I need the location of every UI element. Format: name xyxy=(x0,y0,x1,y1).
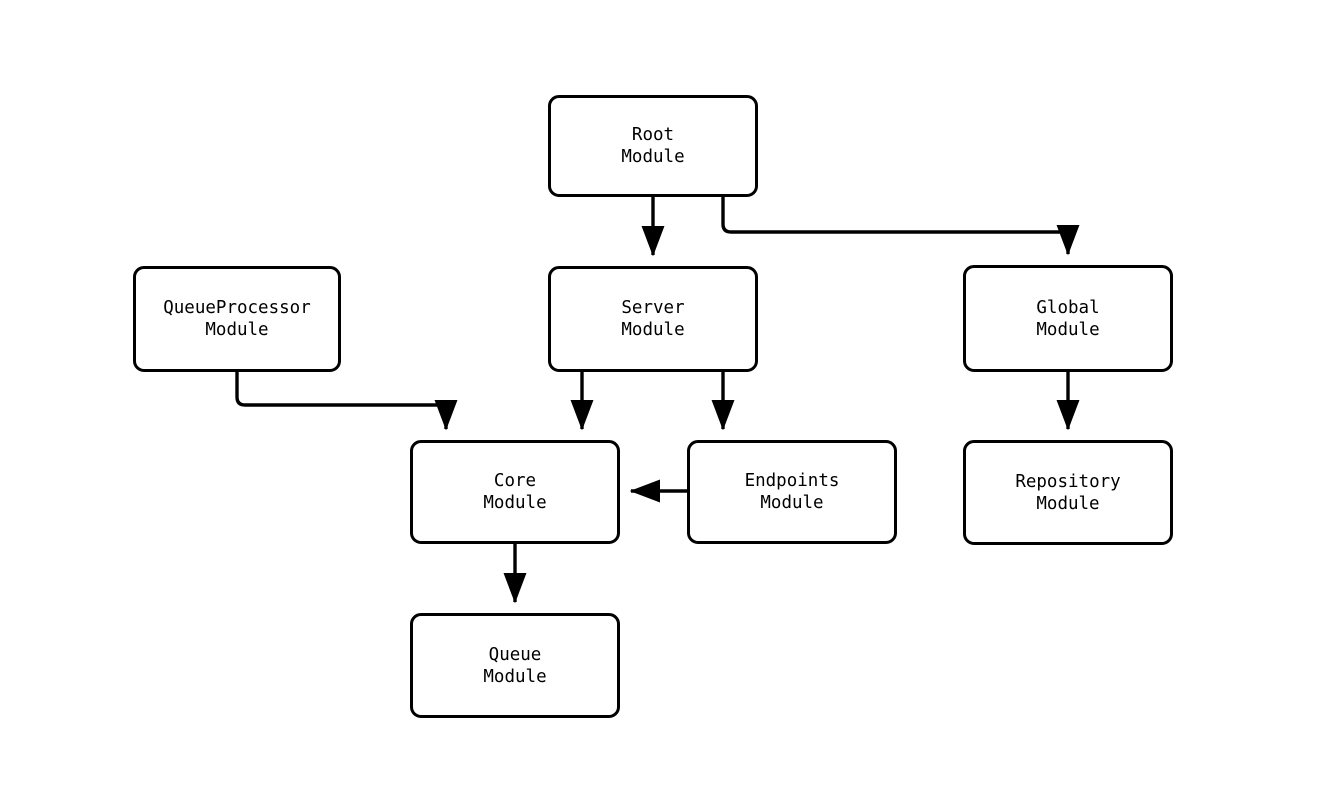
node-root-module[interactable]: Root Module xyxy=(548,95,758,197)
edge-root-to-global xyxy=(721,197,1080,256)
node-repository-module-label: Repository Module xyxy=(1015,471,1121,514)
node-endpoints-module[interactable]: Endpoints Module xyxy=(687,440,897,544)
node-core-module-label: Core Module xyxy=(483,471,547,513)
node-repository-module[interactable]: Repository Module xyxy=(963,440,1173,545)
edge-queueprocessor-to-core xyxy=(235,372,458,431)
node-global-module-label: Global Module xyxy=(1036,297,1100,340)
node-server-module-label: Server Module xyxy=(621,298,685,340)
node-core-module[interactable]: Core Module xyxy=(410,440,620,544)
node-server-module[interactable]: Server Module xyxy=(548,266,758,372)
node-queueprocessor-module-label: QueueProcessor Module xyxy=(163,298,311,340)
node-root-module-label: Root Module xyxy=(621,125,685,167)
node-queue-module[interactable]: Queue Module xyxy=(410,613,620,718)
node-endpoints-module-label: Endpoints Module xyxy=(744,471,840,513)
node-queueprocessor-module[interactable]: QueueProcessor Module xyxy=(133,266,341,372)
node-global-module[interactable]: Global Module xyxy=(963,265,1173,372)
node-queue-module-label: Queue Module xyxy=(483,644,547,687)
